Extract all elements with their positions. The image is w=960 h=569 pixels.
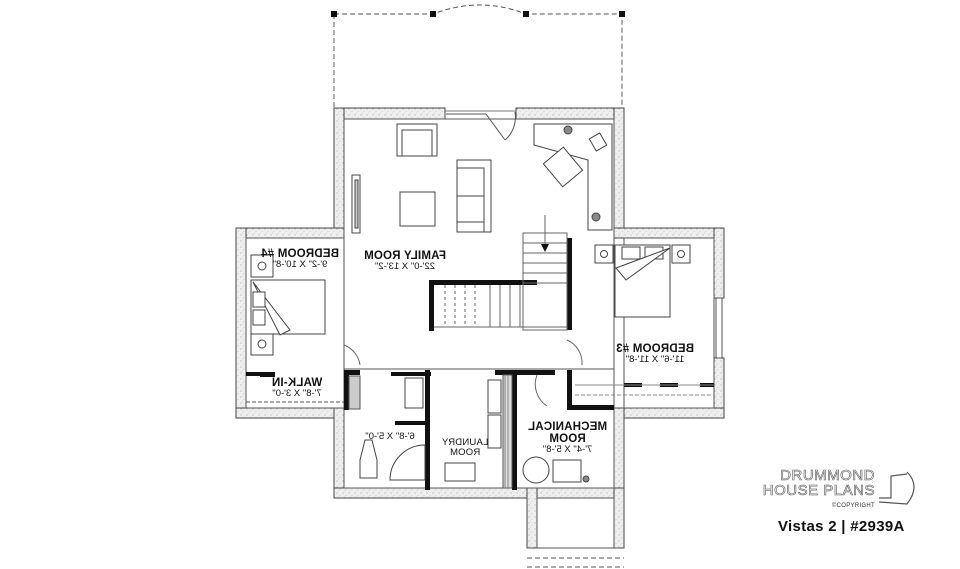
- terrace-posts: [331, 11, 625, 17]
- terrace-outline: [333, 4, 623, 108]
- family-room-furniture: [351, 123, 613, 234]
- label-mechanical-room: MECHANICAL ROOM 7'-4" X 5'-8": [525, 421, 610, 455]
- mechanical-fixtures: [522, 456, 590, 484]
- entry-door: [446, 111, 516, 141]
- label-bathroom: 6'-8" X 5'-0": [355, 431, 425, 442]
- bathroom-fixtures: [359, 377, 426, 481]
- copyright: ©COPYRIGHT: [831, 503, 875, 509]
- family-room-outline: [343, 118, 615, 370]
- bedroom4-furniture: [250, 254, 326, 356]
- label-bedroom-4: BEDROOM #4 9'-2" X 10'-8": [255, 248, 345, 270]
- room-dims: 7'-4" X 5'-8": [542, 444, 593, 456]
- bedroom3-furniture: [594, 244, 691, 318]
- room-name-2: ROOM: [449, 446, 481, 458]
- label-walk-in: WALK-IN 7'-8" X 3'-0": [262, 377, 332, 399]
- room-dims: 9'-2" X 10'-8": [272, 259, 328, 271]
- brand-line-2: HOUSE PLANS: [762, 482, 875, 499]
- label-bedroom-3: BEDROOM #3 11'-6" X 11'-8": [590, 343, 720, 365]
- room-dims: 6'-8" X 5'-0": [365, 431, 415, 442]
- doors: [343, 339, 583, 407]
- bearing-walls: [260, 238, 614, 490]
- laundry-fixtures: [444, 379, 502, 482]
- room-dims: 11'-6" X 11'-8": [625, 354, 685, 366]
- closet-shelving: [348, 375, 361, 410]
- plan-title: Vistas 2 | #2939A: [778, 518, 905, 535]
- staircase: [434, 215, 568, 331]
- window-bedroom3: [715, 297, 723, 359]
- bottom-step: [527, 547, 624, 568]
- house-logo-icon: [878, 471, 915, 505]
- room-dims: 7'-8" X 3'-0": [272, 388, 322, 400]
- brand-logo: DRUMMOND HOUSE PLANS ©COPYRIGHT: [762, 467, 875, 514]
- stair-arrow: [541, 244, 549, 252]
- room-dims: 22'-0" X 13'-2": [375, 261, 436, 273]
- label-laundry-room: LAUNDRY ROOM: [435, 437, 495, 458]
- label-family-room: FAMILY ROOM 22'-0" X 13'-2": [355, 250, 455, 272]
- room-name: MECHANICAL: [527, 421, 608, 433]
- brand-line-1: DRUMMOND: [780, 467, 875, 484]
